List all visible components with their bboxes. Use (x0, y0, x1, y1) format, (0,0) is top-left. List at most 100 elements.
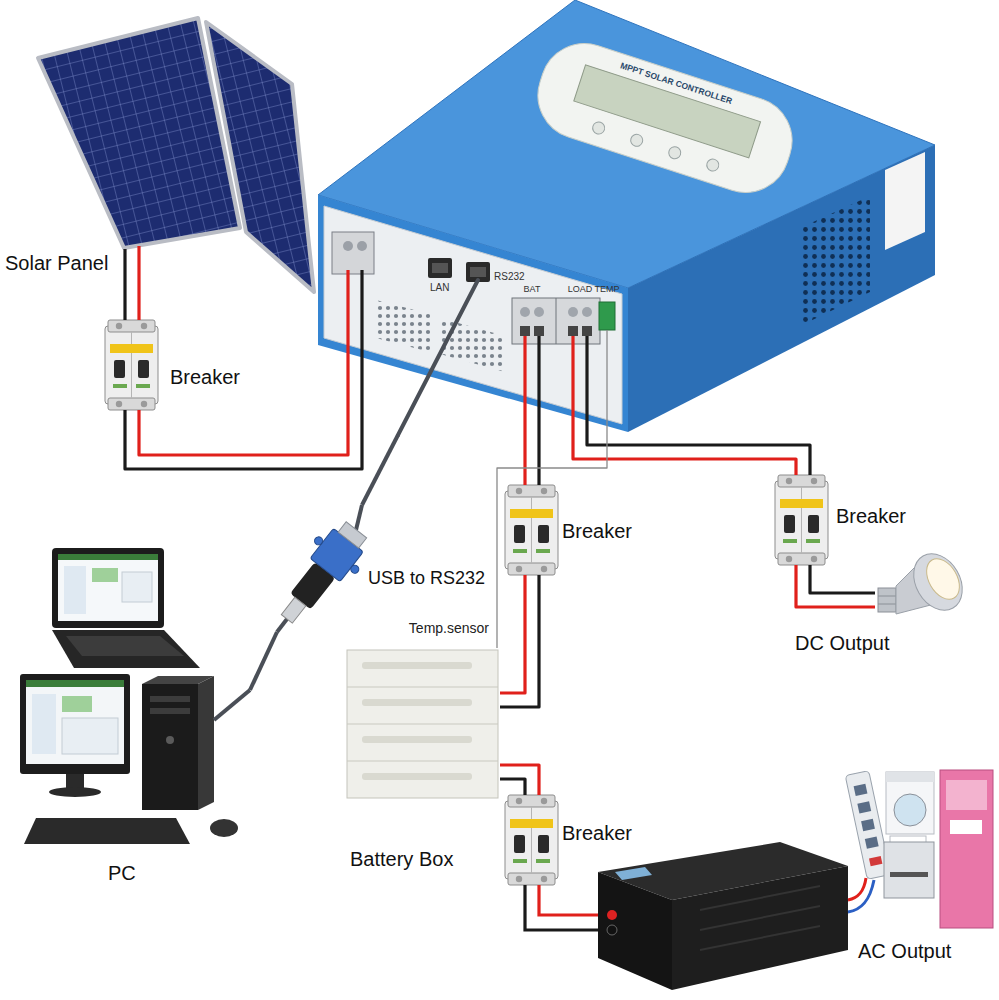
pc-illustration (58, 554, 158, 621)
connector-group (125, 300, 875, 795)
charge-controller-illustration (534, 326, 544, 336)
charge-controller-illustration (705, 158, 720, 173)
charge-controller-illustration (571, 336, 574, 435)
battery-box-illustration (347, 650, 498, 798)
device-label: Breaker (836, 505, 906, 528)
pc-illustration (210, 819, 238, 837)
pc-illustration (150, 696, 190, 702)
usb-rs232-adapter-illustration (266, 505, 378, 635)
ac-load-illustration (869, 856, 882, 866)
pc-illustration (20, 548, 250, 844)
red-wire (137, 300, 140, 320)
pc-illustration (214, 690, 250, 720)
ac-load-illustration (890, 872, 928, 877)
inverter-illustration (525, 842, 874, 990)
breaker-illustration (505, 795, 558, 885)
charge-controller-illustration (376, 300, 430, 352)
pc-illustration (122, 572, 152, 602)
inverter-illustration (539, 885, 607, 915)
pc-illustration (92, 568, 118, 582)
pc-illustration (58, 554, 158, 560)
charge-controller-illustration (885, 152, 925, 250)
inverter-illustration (672, 866, 848, 990)
black-wire (810, 565, 875, 593)
pc-illustration (20, 674, 130, 774)
usb-rs232-adapter: USB to RS232 (268, 505, 385, 632)
dc-load-illustration (920, 553, 966, 605)
black-wire (500, 575, 539, 707)
breaker-illustration (775, 475, 828, 565)
power-wire-pair (573, 435, 810, 475)
ac-load-illustration (861, 819, 875, 831)
port-label: LAN (430, 282, 449, 294)
charge-controller-illustration (556, 298, 557, 344)
charge-controller-illustration (582, 326, 592, 336)
battery-box-illustration (362, 736, 472, 743)
device-label: Breaker (562, 822, 632, 845)
port-label: LOAD (568, 284, 593, 294)
charge-controller-illustration (520, 326, 530, 336)
pc: PC (15, 545, 250, 848)
charge-controller-illustration (534, 307, 544, 317)
pc-illustration (142, 684, 198, 810)
inverter-illustration (848, 878, 866, 900)
inverter-illustration (607, 925, 617, 935)
cable (362, 435, 398, 505)
solar-panel-illustration (137, 246, 140, 300)
ac-load-illustration (886, 772, 934, 834)
charge-controller-illustration (537, 336, 540, 435)
ac-load-illustration (950, 820, 982, 834)
charge-controller-illustration (470, 267, 486, 277)
breaker-illustration (105, 320, 158, 410)
inverter-illustration (607, 910, 617, 920)
power-wire-pair (500, 765, 539, 795)
red-wire (500, 765, 539, 795)
data-cable (250, 632, 277, 690)
power-wire-pair (525, 435, 539, 485)
battery-box-illustration (362, 699, 472, 706)
battery-box-illustration (347, 761, 498, 762)
sensor-label: Temp.sensor (407, 620, 491, 636)
charge-controller: MPPT SOLAR CONTROLLERLANRS232LOADBATTEMP (318, 0, 935, 435)
usb-rs232-adapter-illustration (338, 522, 366, 548)
pc-illustration (24, 818, 190, 844)
dc-load-illustration (878, 604, 896, 605)
port-label: TEMP (594, 284, 619, 294)
device-label: Breaker (562, 520, 632, 543)
port-label: BAT (524, 284, 541, 294)
battery-box-illustration (347, 687, 498, 688)
breaker: Breaker (505, 485, 558, 575)
power-wire-pair (125, 410, 362, 469)
data-cable (362, 435, 398, 505)
pc-illustration (49, 787, 101, 797)
solar-panel: Solar Panel (35, 10, 318, 300)
inverter-illustration (700, 886, 820, 910)
black-wire (500, 779, 525, 795)
pc-illustration (26, 680, 124, 687)
solar-panel-illustration (206, 22, 314, 292)
ac-load-illustration (894, 794, 926, 826)
charge-controller-illustration (428, 258, 452, 278)
charge-controller-illustration (628, 145, 935, 432)
dc-load: DC Output (875, 540, 967, 628)
ac-load-illustration (946, 780, 987, 810)
inverter-illustration (525, 885, 607, 930)
breaker: Breaker (775, 475, 828, 565)
pc-illustration (64, 566, 86, 614)
device-label: Battery Box (350, 848, 453, 871)
usb-rs232-adapter-illustration (356, 505, 362, 530)
charge-controller-illustration (568, 326, 578, 336)
charge-controller-illustration (585, 336, 588, 435)
ac-load-illustration (886, 772, 934, 782)
breaker-illustration (105, 320, 828, 885)
battery-box: Battery Box (345, 648, 500, 800)
charge-controller-illustration (582, 307, 592, 317)
ac-load: AC Output (850, 765, 995, 932)
charge-controller-illustration (629, 133, 644, 148)
battery-box-illustration (362, 662, 472, 669)
charge-controller-illustration (343, 241, 353, 251)
ac-load-illustration (857, 801, 871, 813)
